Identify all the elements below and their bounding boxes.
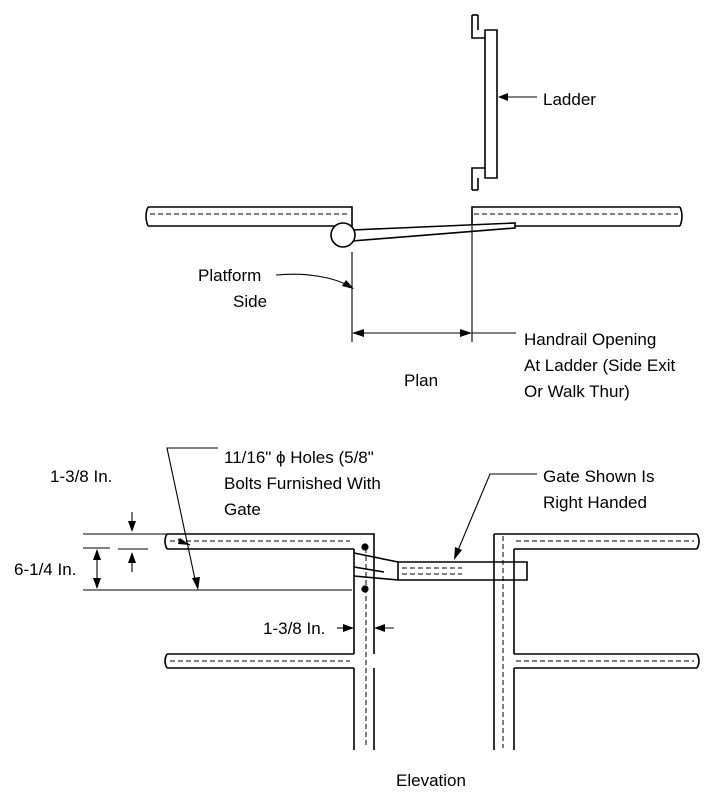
opening-label-line2: At Ladder (Side Exit	[524, 356, 675, 375]
elevation-view: 11/16" ϕ Holes (5/8" Bolts Furnished Wit…	[14, 447, 700, 790]
ladder-label: Ladder	[543, 90, 596, 109]
gate-leader	[454, 473, 537, 560]
upper-dimension	[83, 512, 350, 572]
gate-label-line1: Gate Shown Is	[543, 467, 655, 486]
ladder	[471, 14, 498, 191]
upper-dimension-label: 1-3/8 In.	[50, 467, 112, 486]
post-dimension	[337, 624, 394, 632]
upper-bolt-icon	[361, 543, 369, 551]
lower-bolt-icon	[361, 585, 369, 593]
overall-dimension	[83, 547, 352, 591]
opening-label-line1: Handrail Opening	[524, 330, 656, 349]
opening-label-line3: Or Walk Thur)	[524, 382, 630, 401]
holes-label-line2: Bolts Furnished With	[224, 474, 381, 493]
platform-side-label-line1: Platform	[198, 266, 261, 285]
platform-side-label-line2: Side	[233, 292, 267, 311]
holes-label-line3: Gate	[224, 500, 261, 519]
elevation-gate	[353, 552, 528, 581]
plan-gate	[330, 222, 516, 248]
gate-label-line2: Right Handed	[543, 493, 647, 512]
plan-left-handrail	[145, 206, 353, 227]
elevation-left-lower-rail	[164, 653, 354, 669]
platform-side-leader	[275, 273, 354, 289]
elevation-right-top-rail	[494, 533, 700, 550]
elevation-left-post	[353, 548, 375, 750]
ladder-leader	[498, 93, 537, 101]
plan-right-handrail	[471, 206, 683, 227]
post-dimension-label: 1-3/8 In.	[263, 619, 325, 638]
opening-dimension	[352, 329, 516, 337]
overall-dimension-label: 6-1/4 In.	[14, 560, 76, 579]
plan-caption: Plan	[404, 371, 438, 390]
plan-view: Ladder Handrail Opening At L	[145, 14, 683, 401]
holes-leader	[166, 447, 218, 590]
holes-label-line1: 11/16" ϕ Holes (5/8"	[224, 448, 374, 467]
elevation-caption: Elevation	[396, 771, 466, 790]
hinge-circle	[330, 222, 356, 248]
elevation-right-post	[493, 534, 515, 750]
elevation-right-lower-rail	[514, 653, 700, 669]
